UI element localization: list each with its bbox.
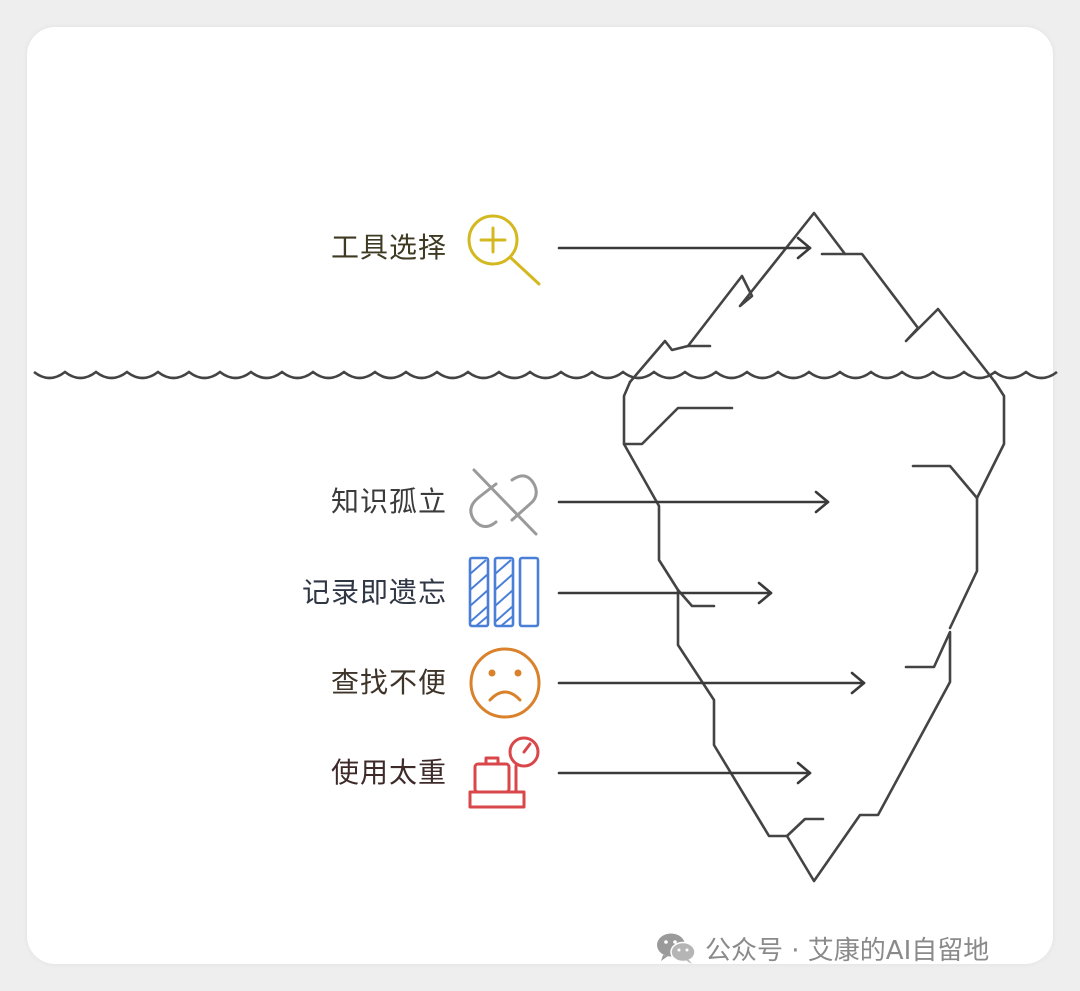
watermark: 公众号 · 艾康的AI自留地 [655, 928, 989, 968]
luggage-scale-icon [468, 736, 540, 809]
sad-face-icon [469, 647, 541, 719]
wechat-icon [657, 933, 696, 964]
arrows [557, 236, 866, 785]
arrow-tool-selection [557, 236, 812, 260]
iceberg-body [622, 380, 1006, 883]
arrow-hard-to-find [557, 671, 866, 695]
broken-link-icon [469, 468, 538, 536]
arrow-too-heavy [557, 761, 812, 785]
magnifier-plus-icon [467, 214, 541, 286]
watermark-text: 公众号 · 艾康的AI自留地 [705, 935, 990, 966]
label-tool-selection: 工具选择 [330, 231, 447, 264]
label-record-forget: 记录即遗忘 [301, 576, 447, 609]
label-knowledge-isolation: 知识孤立 [330, 485, 447, 518]
arrow-knowledge-isolation [557, 490, 830, 514]
iceberg-tip [628, 211, 997, 384]
label-too-heavy: 使用太重 [330, 756, 447, 789]
label-hard-to-find: 查找不便 [330, 666, 447, 699]
striped-columns-icon [468, 556, 540, 628]
water-line [33, 370, 1058, 380]
arrow-record-forget [557, 581, 773, 605]
